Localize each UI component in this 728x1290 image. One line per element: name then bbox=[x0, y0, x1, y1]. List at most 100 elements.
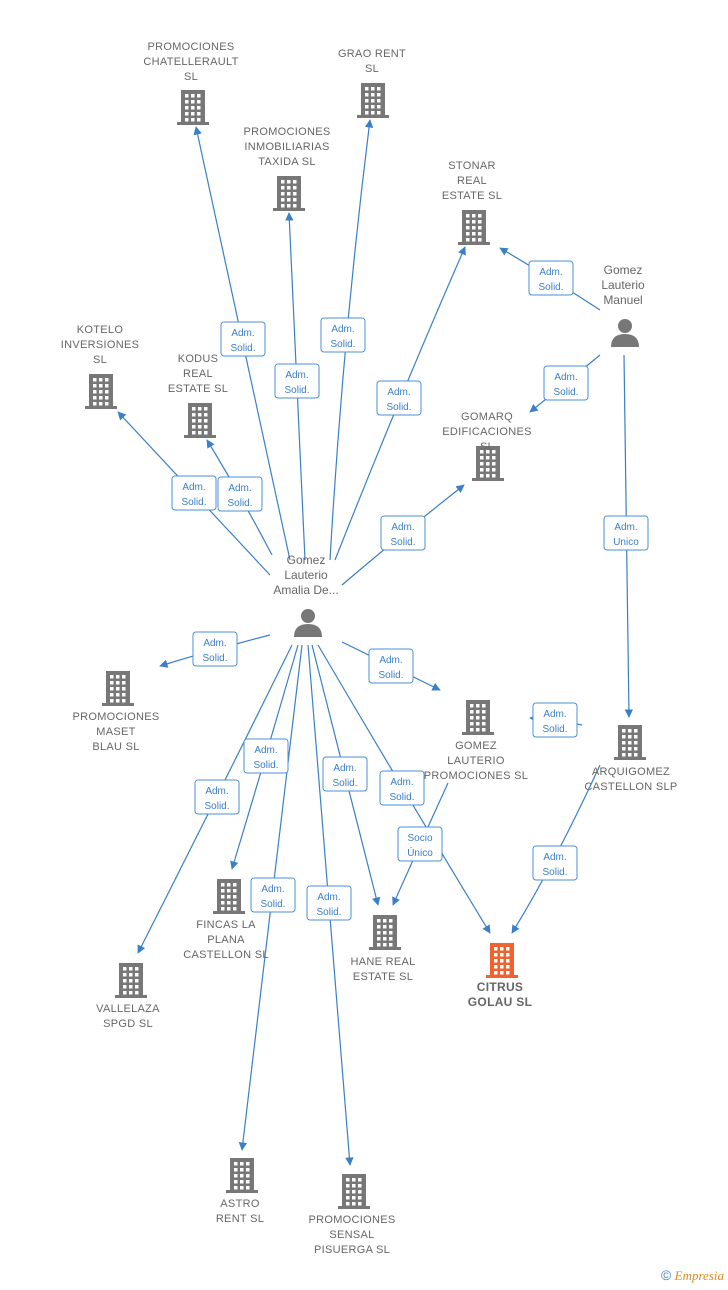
edge-label-amalia-to-sensal[interactable]: Adm.Solid. bbox=[306, 885, 352, 921]
person-icon bbox=[611, 319, 639, 347]
node-label: CASTELLON SLP bbox=[584, 781, 677, 793]
edge-label-text: Adm. bbox=[391, 522, 414, 533]
edge-label-manuel-to-gomarq[interactable]: Adm.Solid. bbox=[543, 365, 589, 401]
node-label: PROMOCIONES bbox=[243, 126, 330, 138]
edge-label-manuel-to-arquigomez[interactable]: Adm. Unico bbox=[603, 515, 649, 551]
edge-label-amalia-to-grao[interactable]: Adm.Solid. bbox=[320, 317, 366, 353]
edge-label-text: Solid. bbox=[230, 343, 255, 354]
building-icon bbox=[338, 1174, 370, 1209]
edge-label-box bbox=[532, 845, 578, 881]
node-label: STONAR bbox=[448, 160, 495, 172]
edge-label-amalia-to-maset[interactable]: Adm.Solid. bbox=[192, 631, 238, 667]
node-label: REAL bbox=[457, 175, 487, 187]
node-label: Manuel bbox=[603, 293, 642, 307]
edge-label-text: Unico bbox=[613, 537, 639, 548]
edge-label-box bbox=[603, 515, 649, 551]
edge-label-amalia-to-fincas[interactable]: Adm.Solid. bbox=[243, 738, 289, 774]
edge-label-text: Adm. bbox=[554, 372, 577, 383]
edge-label-text: Solid. bbox=[204, 801, 229, 812]
node-label: EDIFICACIONES bbox=[442, 426, 531, 438]
node-label: GRAO RENT bbox=[338, 48, 406, 60]
footer-brand[interactable]: © Empresia bbox=[661, 1267, 724, 1284]
edge-label-text: Solid. bbox=[260, 899, 285, 910]
node-label: INMOBILIARIAS bbox=[244, 141, 329, 153]
edge-label-box bbox=[220, 321, 266, 357]
building-icon bbox=[458, 210, 490, 245]
building-icon bbox=[273, 176, 305, 211]
node-label: CHATELLERAULT bbox=[143, 56, 238, 68]
building-icon bbox=[369, 915, 401, 950]
building-icon bbox=[85, 374, 117, 409]
edge-label-arquigomez-to-citrus[interactable]: Adm.Solid. bbox=[532, 845, 578, 881]
node-label: REAL bbox=[183, 368, 213, 380]
edge-label-box bbox=[194, 779, 240, 815]
edge-label-text: Solid. bbox=[542, 867, 567, 878]
edge-label-box bbox=[528, 260, 574, 296]
node-label: INVERSIONES bbox=[61, 339, 140, 351]
node-label: PISUERGA SL bbox=[314, 1244, 390, 1256]
node-label: PROMOCIONES SL bbox=[424, 770, 528, 782]
edge-label-text: Adm. bbox=[203, 638, 226, 649]
edge-label-amalia-to-vallelaza[interactable]: Adm. Solid. bbox=[194, 779, 240, 815]
edge-label-amalia-to-kotelo[interactable]: Adm.Solid. bbox=[171, 475, 217, 511]
node-label: GOMARQ bbox=[461, 411, 513, 423]
edge-label-text: Solid. bbox=[316, 907, 341, 918]
edge-label-manuel-to-stonar[interactable]: Adm.Solid. bbox=[528, 260, 574, 296]
edge-label-box bbox=[320, 317, 366, 353]
building-icon bbox=[486, 943, 518, 978]
edge-label-text: Adm. bbox=[387, 387, 410, 398]
edge-label-amalia-to-stonar[interactable]: Adm.Solid. bbox=[376, 380, 422, 416]
node-label: PROMOCIONES bbox=[308, 1214, 395, 1226]
node-label: ESTATE SL bbox=[353, 971, 413, 983]
edge-label-text: Adm. bbox=[539, 267, 562, 278]
edge-label-amalia-to-chatellerault[interactable]: Adm.Solid. bbox=[220, 321, 266, 357]
edge-label-text: Adm. bbox=[379, 655, 402, 666]
node-label: MASET bbox=[96, 726, 135, 738]
node-label: FINCAS LA bbox=[196, 919, 256, 931]
edge-label-arquigomez-to-glpromo[interactable]: Adm.Solid. bbox=[532, 702, 578, 738]
edge-label-box bbox=[376, 380, 422, 416]
edge-label-text: Adm. bbox=[205, 786, 228, 797]
edge-label-amalia-to-astro[interactable]: Adm. Solid. bbox=[250, 877, 296, 913]
edge-label-amalia-to-gomarq[interactable]: Adm.Solid. bbox=[380, 515, 426, 551]
edge-label-text: Adm. bbox=[285, 370, 308, 381]
person-icon bbox=[294, 609, 322, 637]
edge-label-amalia-to-hane[interactable]: Adm.Solid. bbox=[322, 756, 368, 792]
node-label: Gomez bbox=[604, 263, 643, 277]
edge-label-box bbox=[217, 476, 263, 512]
edge-label-amalia-to-citrus[interactable]: Adm.Solid. bbox=[379, 770, 425, 806]
node-label: Lauterio bbox=[284, 568, 328, 582]
edge-label-text: Adm. bbox=[182, 482, 205, 493]
node-label: PROMOCIONES bbox=[72, 711, 159, 723]
edge-label-text: Adm. bbox=[614, 522, 637, 533]
edge-label-amalia-to-kodus[interactable]: Adm.Solid. bbox=[217, 476, 263, 512]
building-icon bbox=[115, 963, 147, 998]
node-label: KODUS bbox=[178, 353, 219, 365]
edge-label-amalia-to-taxida[interactable]: Adm.Solid. bbox=[274, 363, 320, 399]
edge-label-text: Adm. bbox=[261, 884, 284, 895]
edge-label-amalia-to-glpromo[interactable]: Adm.Solid. bbox=[368, 648, 414, 684]
edge-label-text: Adm. bbox=[543, 709, 566, 720]
edge-label-text: Adm. bbox=[254, 745, 277, 756]
